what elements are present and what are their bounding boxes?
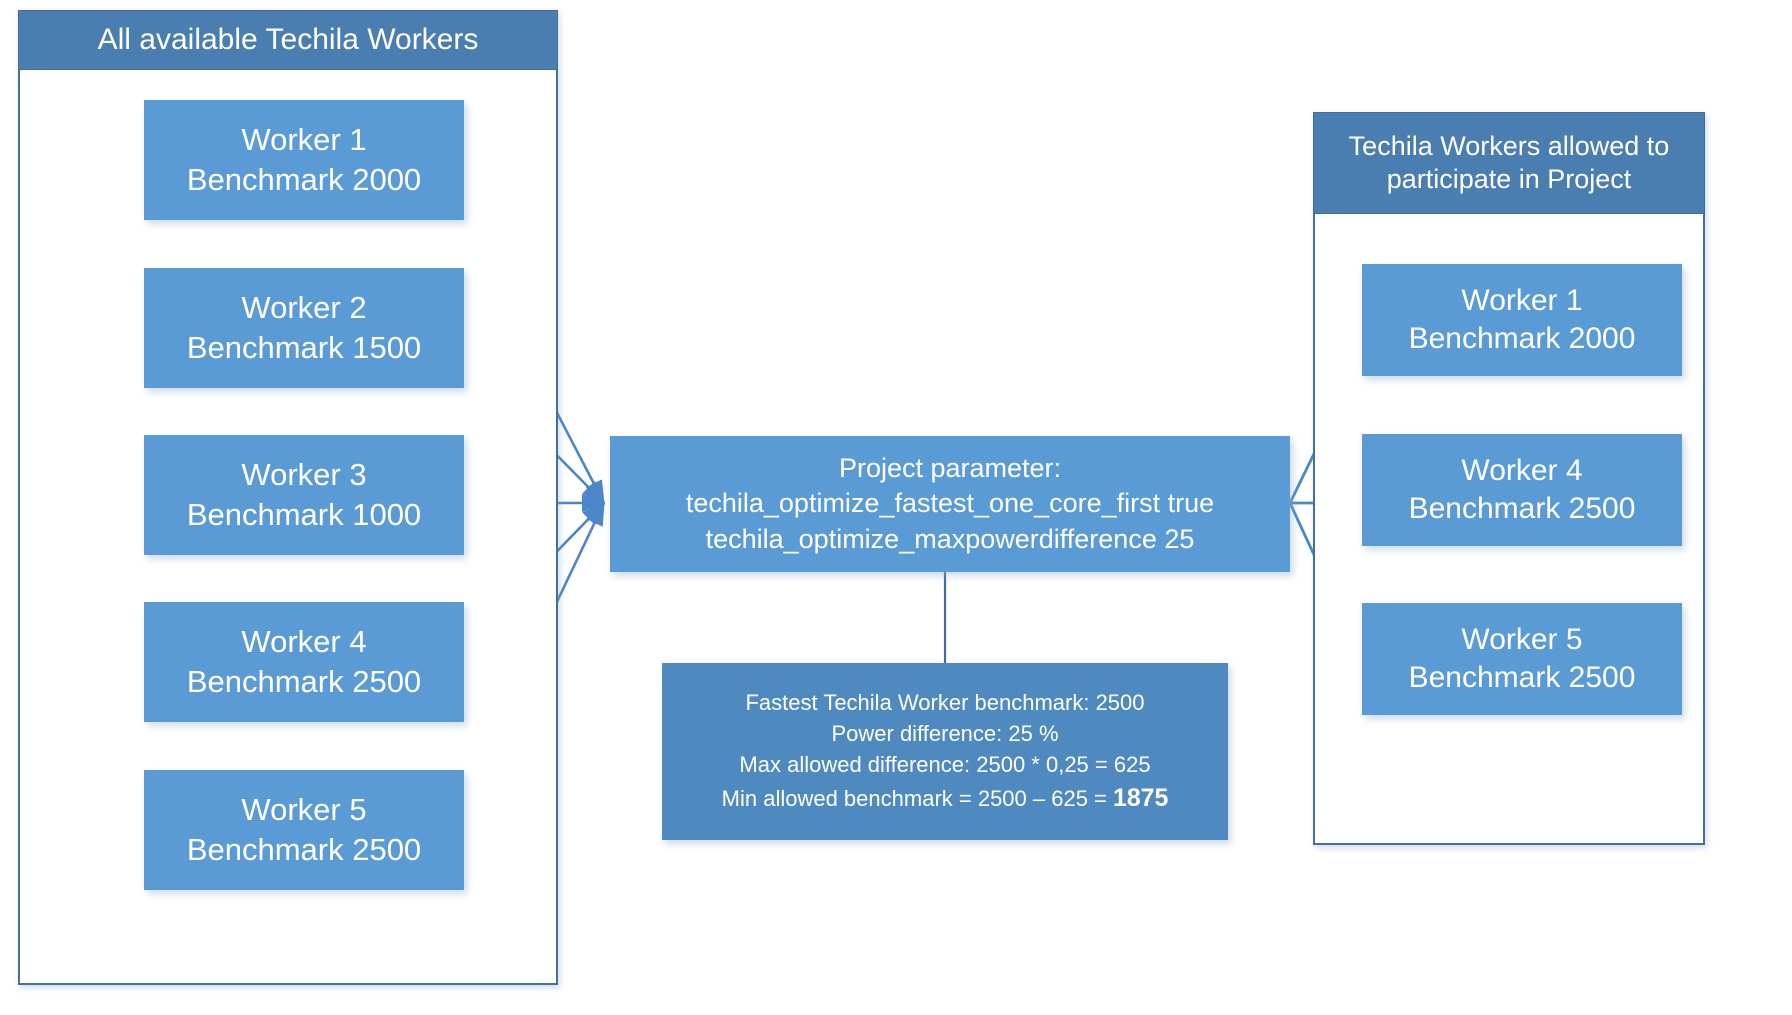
all-available-workers-header: All available Techila Workers [18,10,558,70]
allowed-worker-box-3[interactable]: Worker 5 Benchmark 2500 [1362,603,1682,715]
allowed-worker-3-benchmark: Benchmark 2500 [1408,661,1636,694]
allowed-workers-header-label: Techila Workers allowed to participate i… [1348,131,1670,194]
available-worker-box-5[interactable]: Worker 5 Benchmark 2500 [144,770,464,890]
calc-min-allowed-benchmark-prefix: Min allowed benchmark = 2500 – 625 = [721,785,1114,811]
calc-power-difference-line: Power difference: 25 % [831,721,1059,747]
available-worker-3-name: Worker 3 [241,457,367,493]
project-parameter-line-1: techila_optimize_fastest_one_core_first … [685,488,1215,519]
available-worker-box-3[interactable]: Worker 3 Benchmark 1000 [144,435,464,555]
available-worker-1-benchmark: Benchmark 2000 [186,162,422,197]
allowed-worker-1-name: Worker 1 [1461,283,1583,317]
project-parameter-line-2: techila_optimize_maxpowerdifference 25 [705,523,1195,554]
available-worker-4-name: Worker 4 [241,624,367,660]
allowed-worker-box-2[interactable]: Worker 4 Benchmark 2500 [1362,434,1682,546]
project-parameter-title: Project parameter: [838,453,1062,484]
available-worker-1-name: Worker 1 [241,122,367,158]
allowed-worker-2-name: Worker 4 [1461,453,1583,487]
benchmark-calculation-box: Fastest Techila Worker benchmark: 2500 P… [662,663,1228,840]
all-available-workers-header-label: All available Techila Workers [97,22,479,56]
calc-min-allowed-benchmark-value: 1875 [1113,783,1169,812]
allowed-worker-2-benchmark: Benchmark 2500 [1408,492,1636,525]
available-worker-2-name: Worker 2 [241,290,367,326]
calc-min-allowed-benchmark-line: Min allowed benchmark = 2500 – 625 = 187… [722,781,1169,816]
calc-fastest-benchmark-line: Fastest Techila Worker benchmark: 2500 [745,690,1145,715]
calc-max-allowed-difference-line: Max allowed difference: 2500 * 0,25 = 62… [739,752,1151,778]
available-worker-4-benchmark: Benchmark 2500 [186,664,422,699]
available-worker-5-benchmark: Benchmark 2500 [186,832,422,867]
available-worker-3-benchmark: Benchmark 1000 [186,497,422,532]
available-worker-box-4[interactable]: Worker 4 Benchmark 2500 [144,602,464,722]
available-worker-5-name: Worker 5 [241,792,367,828]
allowed-worker-1-benchmark: Benchmark 2000 [1408,322,1636,355]
allowed-worker-box-1[interactable]: Worker 1 Benchmark 2000 [1362,264,1682,376]
project-parameter-box[interactable]: Project parameter: techila_optimize_fast… [610,436,1290,572]
available-worker-2-benchmark: Benchmark 1500 [186,330,422,365]
available-worker-box-1[interactable]: Worker 1 Benchmark 2000 [144,100,464,220]
allowed-workers-header: Techila Workers allowed to participate i… [1313,112,1705,214]
allowed-worker-3-name: Worker 5 [1461,622,1583,656]
available-worker-box-2[interactable]: Worker 2 Benchmark 1500 [144,268,464,388]
